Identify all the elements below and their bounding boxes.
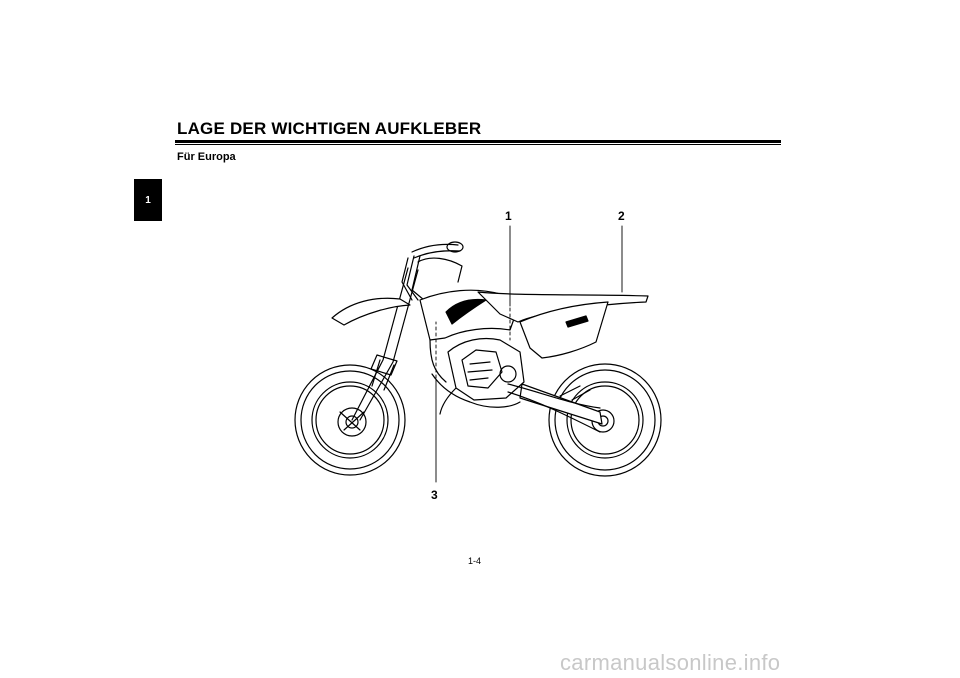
engine (439, 337, 525, 415)
front-fender (331, 297, 411, 326)
handlebar (401, 241, 464, 301)
front-wheel (294, 364, 406, 476)
swingarm (519, 383, 603, 425)
page-number: 1-4 (468, 556, 482, 566)
callout-label-3: 3 (431, 488, 438, 502)
title-rule (175, 140, 781, 143)
chapter-tab: 1 (134, 179, 162, 221)
page-title: LAGE DER WICHTIGEN AUFKLEBER (177, 119, 482, 138)
front-fork (351, 267, 419, 421)
callout-label-2: 2 (618, 209, 625, 223)
page-subtitle: Für Europa (177, 151, 236, 163)
side-cover (519, 301, 609, 359)
exhaust (431, 373, 521, 408)
leader-lines (435, 225, 623, 483)
rear-wheel (548, 363, 662, 477)
watermark: carmanualsonline.info (560, 650, 781, 675)
callout-label-1: 1 (505, 209, 512, 223)
chapter-number: 1 (145, 194, 151, 206)
chain (507, 383, 601, 433)
title-rule-thin (175, 144, 781, 145)
